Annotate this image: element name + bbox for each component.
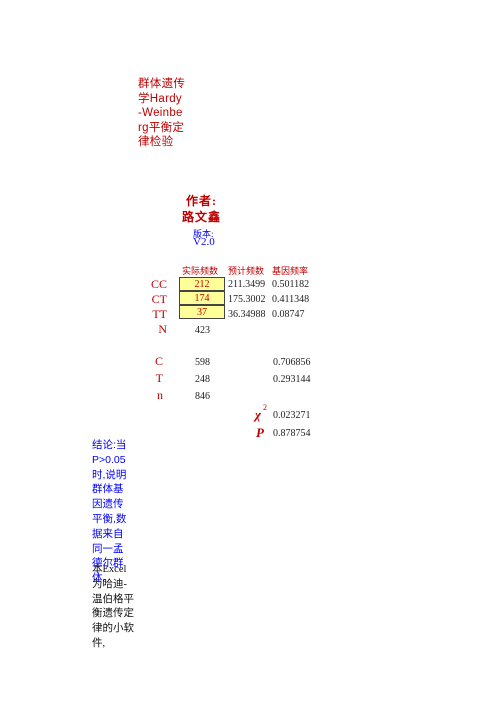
freq-value-tt: 0.08747 bbox=[272, 309, 305, 320]
allele-label-t: T bbox=[155, 371, 163, 385]
author-name: 路文鑫 bbox=[182, 210, 222, 224]
actual-input-ct[interactable]: 174 bbox=[179, 291, 225, 305]
allele-count-c: 598 bbox=[195, 357, 210, 368]
header-gene-frequency: 基因频率 bbox=[272, 266, 309, 276]
version-label: 版本: bbox=[193, 229, 214, 239]
allele-freq-c: 0.706856 bbox=[273, 357, 311, 368]
expected-value-cc: 211.3499 bbox=[228, 279, 266, 290]
total-alleles-label: n bbox=[157, 388, 163, 402]
conclusion-text: 结论:当P>0.05时,说明群体基因遗传平衡,数据来自同一孟德尔群体。 bbox=[92, 439, 127, 585]
actual-input-tt[interactable]: 37 bbox=[179, 305, 225, 319]
genotype-label-cc: CC bbox=[150, 277, 167, 291]
genotype-label-ct: CT bbox=[151, 292, 167, 306]
freq-value-cc: 0.501182 bbox=[272, 279, 310, 290]
header-actual-frequency: 实际频数 bbox=[182, 266, 219, 276]
app-title: 群体遗传学Hardy-Weinberg平衡定律检验 bbox=[138, 78, 186, 149]
allele-count-t: 248 bbox=[195, 374, 210, 385]
header-expected-frequency: 预计频数 bbox=[228, 266, 265, 276]
allele-label-c: C bbox=[154, 354, 163, 368]
actual-input-cc[interactable]: 212 bbox=[179, 277, 225, 291]
expected-value-ct: 175.3002 bbox=[228, 294, 266, 305]
chi-square-value: 0.023271 bbox=[273, 410, 311, 421]
total-n-label: N bbox=[158, 322, 167, 336]
chi-square-symbol: χ bbox=[255, 407, 262, 422]
description-text: 本Excel为哈迪-温伯格平衡遗传定律的小软件, bbox=[92, 564, 134, 649]
total-n-value: 423 bbox=[195, 325, 210, 336]
genotype-label-tt: TT bbox=[152, 307, 167, 321]
chi-square-superscript: 2 bbox=[263, 403, 267, 412]
allele-freq-t: 0.293144 bbox=[273, 374, 311, 385]
p-value: 0.878754 bbox=[273, 428, 311, 439]
expected-value-tt: 36.34988 bbox=[228, 309, 266, 320]
version-value: V2.0 bbox=[193, 236, 215, 248]
author-label: 作者: bbox=[186, 194, 217, 208]
freq-value-ct: 0.411348 bbox=[272, 294, 310, 305]
p-value-symbol: P bbox=[256, 425, 264, 440]
total-alleles-value: 846 bbox=[195, 391, 210, 402]
